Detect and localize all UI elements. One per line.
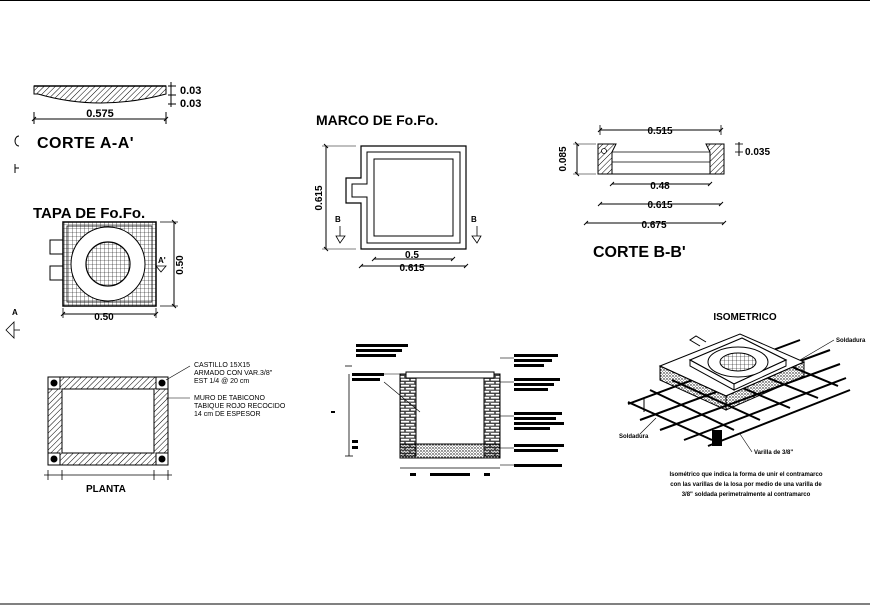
registro-right-callouts (500, 354, 564, 467)
marco-outer (345, 145, 467, 250)
planta-note-muro-2: TABIQUE ROJO RECOCIDO (194, 403, 286, 410)
isometrico-view: ISOMETRICO Soldadura Soldadura Varil (619, 312, 866, 498)
corte-bb-dim-top: 0.515 (647, 126, 672, 137)
marco-title: MARCO DE Fo.Fo. (316, 112, 438, 128)
planta-note-castillo-3: EST 1/4 @ 20 cm (194, 378, 249, 385)
corte-bb-title: CORTE B-B' (593, 244, 686, 261)
tapa-dim-width: 0.50 (94, 312, 114, 323)
corte-bb-right-profile (705, 143, 725, 175)
marco-dim-height: 0.615 (314, 185, 325, 210)
iso-caption-2: con las varillas de la losa por medio de… (670, 482, 822, 488)
planta-title: PLANTA (86, 484, 126, 495)
marco-dim-inner: 0.5 (405, 250, 419, 261)
corte-aa-dim-top: 0.03 (180, 85, 201, 97)
tapa-dim-height: 0.50 (175, 255, 186, 275)
registro-floor (399, 443, 501, 459)
corte-bb-dim-3: 0.675 (641, 220, 666, 231)
planta-plan: PLANTA CASTILLO 15X15 ARMADO CON VAR.3/8… (44, 362, 286, 495)
corte-aa-dim-bottom: 0.03 (180, 98, 201, 110)
marco-section-b-left: B (335, 215, 341, 224)
iso-label-soldadura-top: Soldadura (836, 338, 866, 344)
tapa-section-a-left: A (12, 308, 18, 317)
tapa-plan: TAPA DE Fo.Fo. 0.50 0.50 A' A (5, 205, 186, 339)
corte-bb-left-profile (597, 143, 617, 175)
iso-caption-1: Isométrico que indica la forma de unir e… (669, 472, 822, 478)
corte-bb-dim-left: 0.085 (558, 146, 569, 171)
planta-note-muro-1: MURO DE TABICONO (194, 395, 265, 402)
registro-section (331, 344, 564, 476)
iso-caption-3: 3/8" soldada perimetralmente al contrama… (682, 492, 811, 498)
iso-label-varilla: Varilla de 3/8" (754, 450, 793, 456)
corte-aa-section: 0.03 0.03 0.575 CORTE A-A' (14, 82, 201, 173)
tapa-section-profile (33, 85, 167, 104)
marco-plan: MARCO DE Fo.Fo. 0.615 0.5 0.615 B B (314, 112, 482, 274)
marco-dim-outer: 0.615 (399, 263, 424, 274)
tapa-hinge-tabs (49, 239, 63, 281)
marco-section-b-right: B (471, 215, 477, 224)
marco-opening (373, 158, 454, 237)
corte-bb-dim-1: 0.48 (650, 181, 670, 192)
planta-note-castillo-1: CASTILLO 15X15 (194, 362, 250, 369)
iso-label-soldadura-left: Soldadura (619, 434, 649, 440)
planta-note-muro-3: 14 cm DE ESPESOR (194, 411, 261, 418)
tapa-section-a-right: A' (158, 256, 166, 265)
corte-aa-title: CORTE A-A' (37, 135, 134, 152)
planta-note-castillo-2: ARMADO CON VAR.3/8" (194, 370, 273, 377)
isometrico-title: ISOMETRICO (713, 312, 777, 323)
corte-bb-dim-right: 0.035 (745, 147, 770, 158)
corte-bb-section: 0.515 0.085 0.035 0.48 0.615 0.675 CORTE… (558, 125, 770, 261)
corte-aa-dim-width: 0.575 (86, 108, 114, 120)
registro-left-callouts (352, 344, 421, 449)
tapa-title: TAPA DE Fo.Fo. (33, 205, 145, 222)
corte-bb-dim-2: 0.615 (647, 200, 672, 211)
